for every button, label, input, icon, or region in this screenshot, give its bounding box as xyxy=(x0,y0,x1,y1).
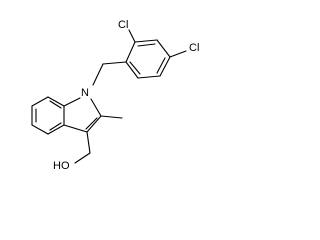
bond xyxy=(31,124,49,135)
bond xyxy=(134,39,158,43)
bond xyxy=(125,41,136,63)
benzyl-ch2-bond xyxy=(102,61,127,65)
double-bond-inner xyxy=(137,43,156,47)
hydroxyl-label: HO xyxy=(53,160,70,172)
bond xyxy=(159,56,171,77)
indole-pyrrole-ring xyxy=(63,97,102,133)
bond xyxy=(47,124,65,135)
bond xyxy=(90,98,102,117)
c-cl-bond-ortho xyxy=(128,29,136,43)
bond xyxy=(156,39,171,58)
bond xyxy=(63,124,88,133)
bond xyxy=(47,96,65,107)
double-bond-inner xyxy=(49,100,62,109)
bond xyxy=(125,61,139,79)
bond xyxy=(63,97,81,107)
methyl-bond xyxy=(100,115,123,119)
structural-formula: Cl Cl N HO xyxy=(31,19,199,172)
double-bond-inner xyxy=(129,61,141,75)
indole-benzene-ring xyxy=(31,96,65,135)
nitrogen-label: N xyxy=(81,87,89,99)
chlorine-label-para: Cl xyxy=(189,42,199,54)
bond xyxy=(31,96,49,107)
benzyl-ch2-bond xyxy=(92,63,104,86)
bond xyxy=(86,115,102,133)
double-bond-inner xyxy=(156,57,166,74)
dichlorophenyl-ring xyxy=(125,39,171,79)
chlorine-label-ortho: Cl xyxy=(118,19,128,31)
hydroxymethyl-bond xyxy=(86,131,91,154)
c-cl-bond-para xyxy=(169,50,187,58)
hydroxyl-bond xyxy=(74,152,91,164)
bond xyxy=(137,75,161,79)
double-bond-inner xyxy=(49,122,62,131)
double-bond-inner xyxy=(85,117,98,130)
